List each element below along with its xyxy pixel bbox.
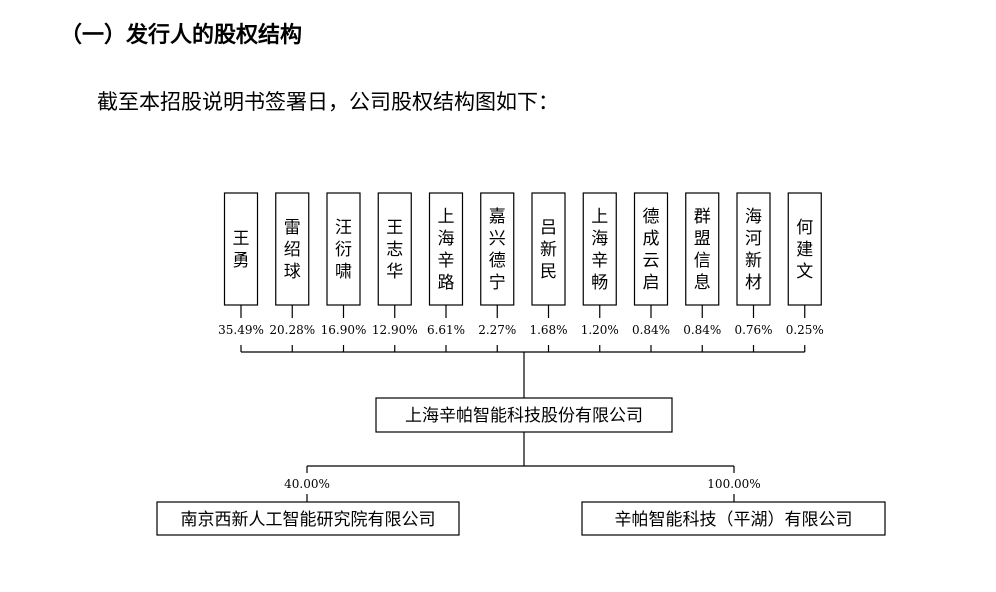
shareholder-name-char: 汪 bbox=[335, 218, 352, 238]
shareholder-percentage: 0.76% bbox=[734, 323, 772, 337]
shareholder-name-char: 路 bbox=[438, 273, 455, 293]
shareholder-name-char: 志 bbox=[386, 240, 403, 260]
shareholder-percentage: 0.84% bbox=[683, 323, 721, 337]
shareholder-name-char: 何 bbox=[796, 218, 813, 238]
shareholder-name-char: 兴 bbox=[489, 229, 506, 249]
shareholder-box bbox=[377, 192, 412, 306]
shareholder-name-char: 群 bbox=[694, 207, 711, 227]
subsidiary-percentage: 40.00% bbox=[284, 477, 330, 491]
shareholder-name-char: 王 bbox=[386, 218, 403, 238]
shareholder-percentage: 12.90% bbox=[372, 323, 418, 337]
shareholder-name-char: 嘉 bbox=[489, 207, 506, 227]
shareholder-name-char: 王 bbox=[233, 229, 250, 249]
shareholder-name-char: 建 bbox=[796, 240, 813, 260]
subsidiary-name: 辛帕智能科技（平湖）有限公司 bbox=[615, 510, 853, 530]
subsidiary-box bbox=[156, 501, 460, 536]
shareholder-name-char: 盟 bbox=[694, 229, 711, 249]
shareholder-name-char: 衍 bbox=[335, 240, 352, 260]
shareholder-percentage: 0.84% bbox=[632, 323, 670, 337]
shareholder-percentage: 16.90% bbox=[321, 323, 367, 337]
shareholder-name-char: 材 bbox=[745, 273, 762, 293]
shareholder-name-char: 辛 bbox=[591, 251, 608, 271]
section-heading: （一）发行人的股权结构 bbox=[60, 23, 303, 48]
shareholder-box bbox=[685, 192, 720, 306]
shareholder-percentage: 6.61% bbox=[427, 323, 465, 337]
subsidiary-percentage: 100.00% bbox=[707, 477, 760, 491]
shareholder-name-char: 启 bbox=[643, 273, 660, 293]
shareholder-name-char: 啸 bbox=[335, 262, 352, 282]
shareholder-name-char: 云 bbox=[643, 251, 660, 271]
shareholder-name-char: 息 bbox=[694, 273, 711, 293]
shareholder-box bbox=[428, 192, 464, 306]
shareholder-name-char: 雷 bbox=[284, 218, 301, 238]
shareholder-name-char: 华 bbox=[386, 262, 403, 282]
shareholder-percentage: 0.25% bbox=[786, 323, 824, 337]
subsidiary-box bbox=[581, 501, 886, 536]
subsidiary-name: 南京西新人工智能研究院有限公司 bbox=[181, 510, 436, 530]
shareholder-percentage: 2.27% bbox=[478, 323, 516, 337]
shareholder-box bbox=[633, 192, 669, 306]
shareholder-name-char: 河 bbox=[745, 229, 762, 249]
company-name: 上海辛帕智能科技股份有限公司 bbox=[405, 406, 643, 426]
company-box bbox=[375, 397, 673, 433]
shareholder-box bbox=[480, 192, 515, 306]
shareholder-name-char: 海 bbox=[745, 207, 762, 227]
shareholder-name-char: 畅 bbox=[591, 273, 608, 293]
shareholder-box bbox=[582, 192, 617, 306]
shareholder-name-char: 吕 bbox=[540, 218, 557, 238]
shareholder-name-char: 海 bbox=[591, 229, 608, 249]
shareholder-name-char: 辛 bbox=[438, 251, 455, 271]
shareholder-percentage: 1.68% bbox=[529, 323, 567, 337]
shareholder-name-char: 勇 bbox=[233, 251, 250, 271]
shareholder-percentage: 20.28% bbox=[269, 323, 315, 337]
shareholder-name-char: 信 bbox=[694, 251, 711, 271]
shareholder-name-char: 德 bbox=[643, 207, 660, 227]
shareholder-name-char: 民 bbox=[540, 262, 557, 282]
shareholder-name-char: 文 bbox=[796, 262, 813, 282]
shareholder-name-char: 新 bbox=[745, 251, 762, 271]
shareholder-name-char: 新 bbox=[540, 240, 557, 260]
shareholder-percentage: 1.20% bbox=[581, 323, 619, 337]
shareholder-name-char: 上 bbox=[591, 207, 608, 227]
shareholder-name-char: 德 bbox=[489, 251, 506, 271]
shareholder-box bbox=[736, 192, 771, 306]
shareholder-name-char: 宁 bbox=[489, 273, 506, 293]
shareholder-name-char: 上 bbox=[438, 207, 455, 227]
intro-paragraph: 截至本招股说明书签署日，公司股权结构图如下： bbox=[97, 90, 559, 114]
shareholder-percentage: 35.49% bbox=[218, 323, 264, 337]
shareholder-name-char: 绍 bbox=[284, 240, 301, 260]
shareholder-name-char: 球 bbox=[284, 262, 301, 282]
shareholder-box bbox=[787, 192, 822, 306]
shareholder-name-char: 成 bbox=[643, 229, 660, 249]
shareholder-name-char: 海 bbox=[438, 229, 455, 249]
shareholder-box bbox=[531, 192, 566, 306]
